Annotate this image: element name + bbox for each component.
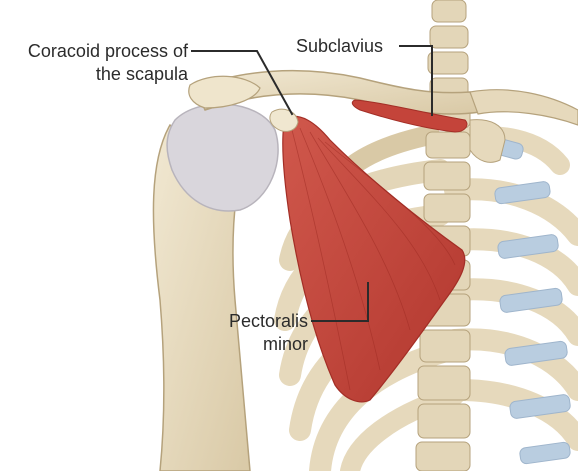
rib-7	[340, 385, 465, 471]
acromion	[188, 75, 261, 109]
leader-lines	[191, 45, 433, 322]
leader-line-subclavius	[399, 45, 433, 116]
coracoid-process-label: Coracoid process of the scapula	[0, 40, 188, 86]
muscle-fibers	[291, 127, 456, 391]
coracoid-label-line2: the scapula	[95, 64, 188, 84]
coracoid-label-line1: Coracoid process of	[27, 41, 188, 61]
coracoid-process	[269, 108, 299, 132]
leader-line-pectoralis	[311, 282, 369, 322]
subclavius-muscle	[351, 99, 468, 133]
pectoralis-label-line1: Pectoralis	[228, 311, 308, 331]
pectoralis-minor-muscle	[282, 115, 466, 403]
clavicle-right	[469, 89, 578, 126]
leader-line-coracoid	[191, 50, 294, 116]
pectoralis-minor-label: Pectoralis minor	[200, 310, 308, 356]
pectoralis-label-line2: minor	[262, 334, 308, 354]
humeral-head	[166, 103, 279, 212]
sternum	[469, 119, 506, 163]
subclavius-label-line1: Subclavius	[296, 36, 384, 56]
subclavius-label: Subclavius	[296, 35, 383, 58]
